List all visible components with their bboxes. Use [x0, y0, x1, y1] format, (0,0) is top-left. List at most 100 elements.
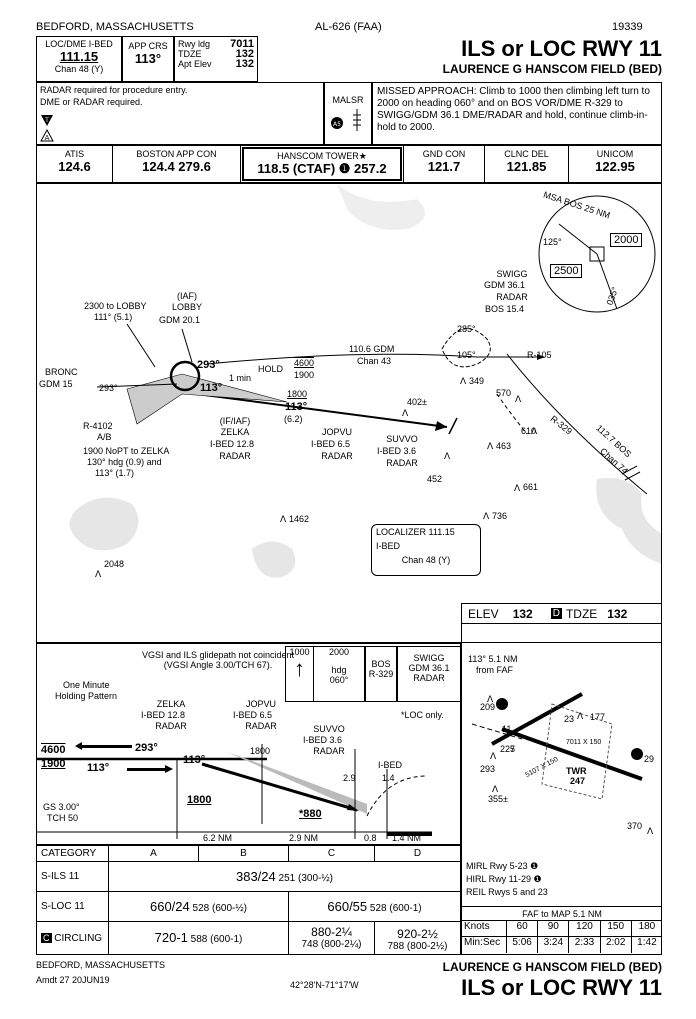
- svg-text:Λ: Λ: [492, 785, 499, 795]
- suvvo-ibed: I-BED 3.6: [377, 446, 417, 456]
- obs-570: 570: [496, 388, 512, 398]
- circling-label: C CIRCLING: [37, 922, 109, 954]
- comm-freq: 124.4 279.6: [142, 159, 211, 174]
- seg-29: 2.9 NM: [289, 833, 319, 843]
- tdze-diagram-value: 132: [607, 606, 628, 621]
- sloc-ab-sub: 528 (600-½): [192, 903, 248, 914]
- msa-sector-line: [596, 253, 618, 310]
- app-crs-box: APP CRS 113°: [122, 36, 174, 82]
- profile-suvvo: SUVVO: [313, 724, 345, 734]
- lobby-route-label: 2300 to LOBBY: [84, 301, 147, 311]
- obs-452: 452: [427, 474, 443, 484]
- loc-only-note: *LOC only.: [401, 710, 444, 720]
- bronc-route: [96, 383, 178, 388]
- footer-title: ILS or LOC RWY 11: [461, 975, 662, 1000]
- one-min: 1 min: [229, 373, 252, 383]
- r105-label: R-105: [527, 350, 552, 360]
- obs-370: 370: [627, 821, 643, 831]
- hold-alt-top: 4600: [294, 358, 315, 368]
- nopt-line1: 1900 NoPT to ZELKA: [83, 446, 170, 456]
- localizer-feather: [126, 373, 288, 425]
- obs-402: 402±: [407, 397, 427, 407]
- obs-1462: 1462: [289, 514, 310, 524]
- obs-610: 610: [521, 426, 537, 436]
- profile-alt-1800: 1800: [187, 794, 212, 806]
- plan-graphics: Λ Λ Λ Λ Λ Λ Λ Λ Λ Λ: [69, 184, 661, 580]
- svg-text:T: T: [44, 117, 49, 124]
- crs-113-final: 113°: [285, 401, 308, 413]
- comm-label: HANSCOM TOWER★: [277, 151, 367, 161]
- profile-crs-293: 293°: [135, 742, 158, 754]
- gdm-radial: [206, 353, 478, 365]
- footer-amendment: Amdt 27 20JUN19: [36, 975, 110, 985]
- sils-sub: 251 (300-½): [278, 873, 334, 884]
- comm-freq: 124.6: [58, 159, 91, 174]
- header-location: BEDFORD, MASSACHUSETTS: [36, 21, 194, 33]
- sils-main: 383/24: [235, 869, 276, 884]
- airport-name: LAURENCE G HANSCOM FIELD (BED): [442, 62, 662, 76]
- ma-swigg-radar: RADAR: [413, 673, 445, 683]
- msa-125: 125°: [543, 237, 562, 247]
- minimums-table: CATEGORY A B C D S-ILS 11 383/24 251 (30…: [36, 845, 461, 955]
- ma-swigg-box: SWIGG GDM 36.1 RADAR: [397, 646, 460, 702]
- localizer-chan: Chan 48 (Y): [401, 555, 451, 565]
- circ-ab-main: 720-1: [154, 930, 188, 945]
- ma-r329: R-329: [368, 669, 394, 679]
- loc-box: LOC/DME I-BED 111.15 Chan 48 (Y): [36, 36, 122, 82]
- nopt-line3: 113° (1.7): [95, 468, 134, 478]
- sloc-cd-main: 660/55: [327, 899, 368, 914]
- page-title: ILS or LOC RWY 11: [461, 36, 662, 61]
- msa-circle: [538, 195, 656, 313]
- profile-zelka-ibed: I-BED 12.8: [141, 710, 186, 720]
- comm-freq: 121.7: [427, 159, 461, 174]
- suvvo-radar: RADAR: [386, 458, 418, 468]
- circ-c-main: 880-2¼: [311, 925, 352, 939]
- procedure-id: AL-626 (FAA): [315, 21, 382, 33]
- runway-5-23: [491, 692, 583, 746]
- holding-pattern: [169, 360, 201, 392]
- reil-note: REIL Rwys 5 and 23: [466, 887, 548, 897]
- profile-alt-880: *880: [299, 808, 322, 820]
- footer-location: BEDFORD, MASSACHUSETTS: [36, 960, 166, 970]
- rwy-ldg-label: Rwy ldg: [178, 39, 211, 49]
- swigg-label: SWIGG: [496, 269, 528, 279]
- zelka-label: ZELKA: [220, 427, 250, 437]
- ma-bos: BOS: [371, 659, 391, 669]
- rwy-ldg: 7011: [230, 38, 254, 50]
- profile-zelka-radar: RADAR: [155, 721, 187, 731]
- lobby-iaf: (IAF): [177, 291, 197, 301]
- localizer-box: LOCALIZER 111.15 I-BED Chan 48 (Y): [371, 524, 481, 576]
- app-crs-label: APP CRS: [128, 41, 168, 51]
- missed-approach-text: MISSED APPROACH: Climb to 1000 then clim…: [372, 82, 662, 145]
- obs-177: 177: [590, 712, 606, 722]
- dist-62: (6.2): [284, 414, 303, 424]
- svg-text:Λ: Λ: [647, 827, 654, 837]
- comm-label: BOSTON APP CON: [136, 149, 217, 159]
- tdze-label: TDZE: [178, 49, 202, 59]
- twr-elev: 247: [570, 776, 586, 786]
- time-cell: 1:42: [637, 937, 657, 948]
- svg-text:A: A: [45, 134, 50, 142]
- sloc-ab-main: 660/24: [149, 899, 190, 914]
- final-course-diagram: [471, 723, 523, 740]
- gdm-radial-label: 110.6 GDM: [349, 344, 395, 354]
- knots-label: Knots: [462, 921, 507, 936]
- localizer-label: LOCALIZER 111.15: [376, 527, 455, 537]
- circling-text: CIRCLING: [54, 933, 103, 944]
- rwy-23-label: 23: [564, 714, 575, 724]
- seg-62: 6.2 NM: [203, 833, 233, 843]
- crs-293-bronc: 293°: [99, 383, 118, 393]
- obstacle: Λ: [95, 570, 102, 580]
- sloc-label: S-LOC 11: [37, 892, 109, 921]
- alt-1800: 1800: [287, 389, 308, 399]
- obs-661: 661: [523, 482, 539, 492]
- obs-209: 209: [480, 702, 496, 712]
- profile-suvvo-ibed: I-BED 3.6: [303, 735, 343, 745]
- ma-2000: 2000: [328, 647, 350, 657]
- faf-note2: from FAF: [476, 665, 514, 675]
